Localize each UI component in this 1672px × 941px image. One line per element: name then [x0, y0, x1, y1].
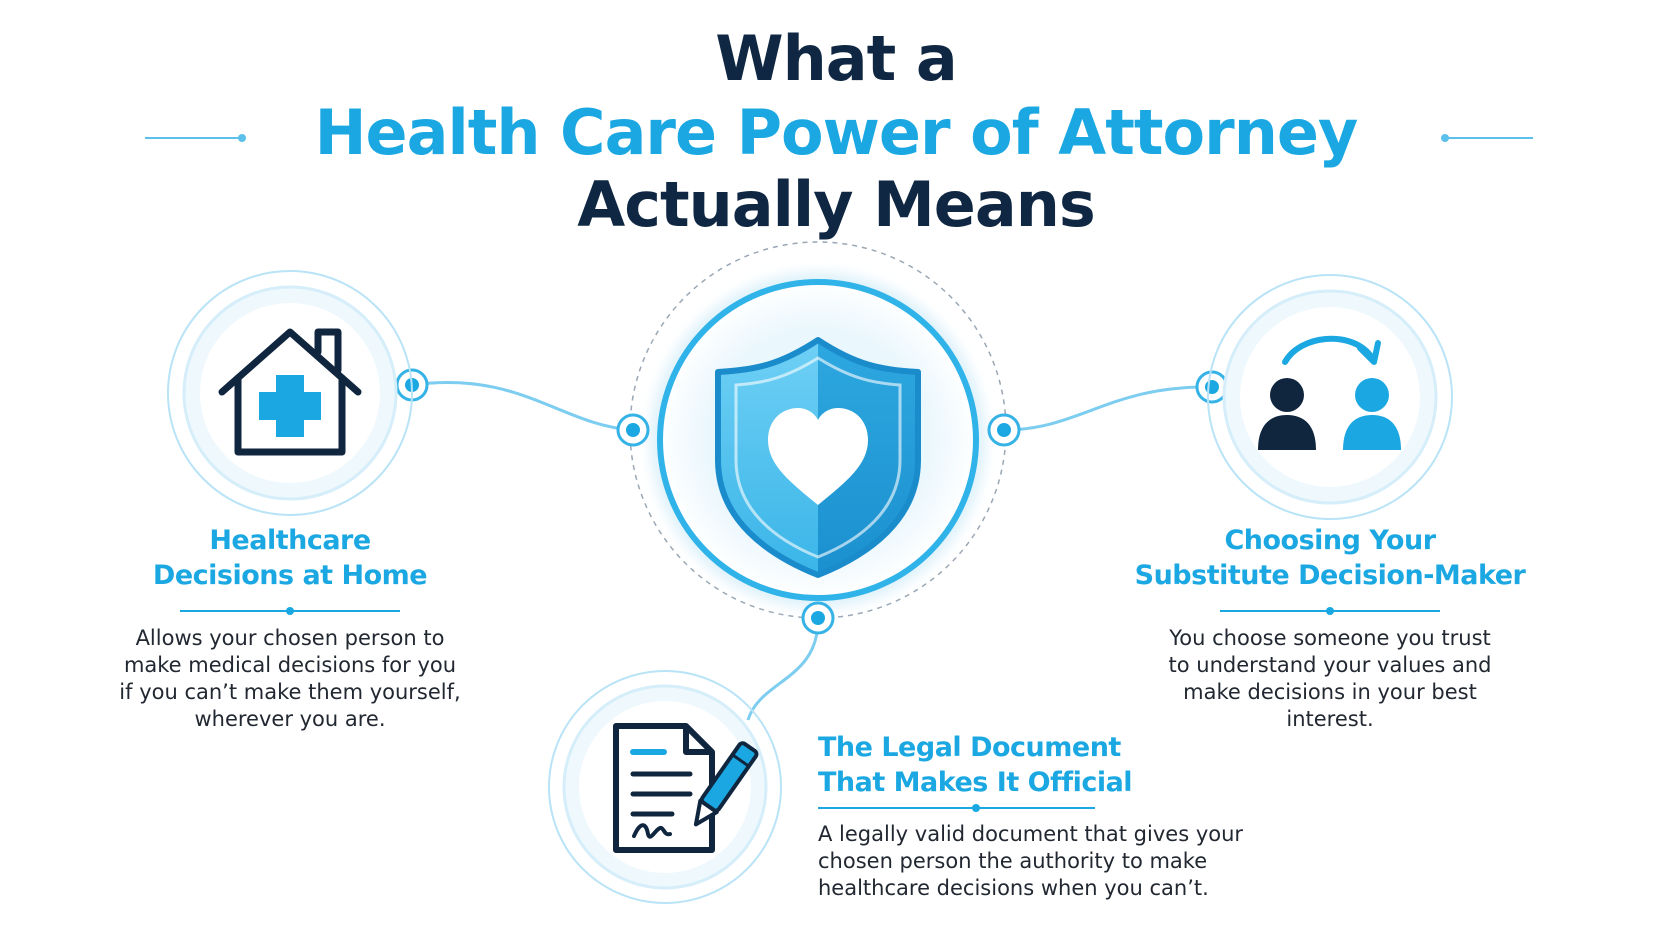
right-description-line: You choose someone you trust	[1169, 626, 1491, 650]
left-heading-line: Decisions at Home	[152, 560, 428, 591]
connector-right	[1003, 385, 1213, 432]
node-center-left	[616, 413, 650, 447]
left-description-line: make medical decisions for you	[123, 653, 457, 677]
divider-left	[180, 607, 400, 615]
divider-right	[1220, 607, 1440, 615]
node-right-outer	[1195, 370, 1229, 404]
bottom-heading-line: That Makes It Official	[818, 767, 1133, 798]
connector-left	[411, 380, 634, 432]
connector-bottom	[746, 619, 820, 721]
right-description-line: to understand your values and	[1168, 653, 1492, 677]
title-decor-right	[1441, 134, 1533, 142]
right-description-line: make decisions in your best	[1183, 680, 1477, 704]
node-center-right	[987, 413, 1021, 447]
title-line-2: Health Care Power of Attorney	[314, 96, 1359, 169]
people-transfer-icon	[1258, 335, 1401, 450]
shield-heart-icon	[715, 337, 921, 578]
left-heading-line: Healthcare	[209, 525, 371, 556]
left-description-line: wherever you are.	[194, 707, 386, 731]
signed-document-icon	[613, 723, 759, 853]
bottom-description: A legally valid document that gives your…	[818, 821, 1258, 902]
node-center-bottom	[801, 601, 835, 635]
right-heading-line: Choosing Your	[1224, 525, 1436, 556]
right-heading: Choosing Your Substitute Decision-Maker	[1130, 523, 1530, 593]
right-description: You choose someone you trust to understa…	[1130, 625, 1530, 733]
left-heading: Healthcare Decisions at Home	[110, 523, 470, 593]
left-description-line: if you can’t make them yourself,	[119, 680, 461, 704]
bottom-description-line: chosen person the authority to make	[818, 849, 1208, 873]
bottom-heading: The Legal Document That Makes It Officia…	[818, 730, 1238, 800]
right-heading-line: Substitute Decision-Maker	[1134, 560, 1526, 591]
title-line-3: Actually Means	[577, 168, 1095, 241]
left-description-line: Allows your chosen person to	[135, 626, 445, 650]
right-description-line: interest.	[1286, 707, 1374, 731]
bottom-description-line: A legally valid document that gives your	[818, 822, 1244, 846]
title-decor-left	[145, 134, 246, 142]
title-line-1: What a	[715, 22, 957, 95]
connector-lines	[411, 380, 1213, 721]
right-icon-circle	[1207, 274, 1453, 520]
house-medical-icon	[218, 328, 362, 456]
left-description: Allows your chosen person to make medica…	[110, 625, 470, 733]
divider-bottom	[818, 804, 1095, 812]
bottom-heading-line: The Legal Document	[818, 732, 1121, 763]
bottom-description-line: healthcare decisions when you can’t.	[818, 876, 1209, 900]
